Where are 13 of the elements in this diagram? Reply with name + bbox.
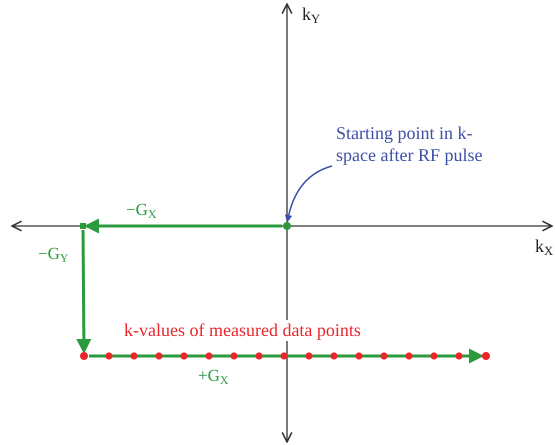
point-dot (482, 352, 490, 360)
edge-label: −G$_{Y}$ (38, 244, 68, 266)
point-dot (80, 352, 88, 360)
bend-point (80, 223, 86, 229)
leader-arrow (285, 165, 332, 222)
arrow (76, 230, 92, 354)
arrow (89, 348, 484, 364)
arrow (84, 218, 282, 234)
point-dot (283, 222, 291, 230)
edge-label: −G$_{X}$ (126, 200, 156, 222)
caption-text: k-values of measured data points (122, 320, 363, 341)
edge-label: +G$_{X}$ (198, 366, 228, 388)
annotation-text: Starting point in k-space after RF pulse (336, 122, 486, 166)
